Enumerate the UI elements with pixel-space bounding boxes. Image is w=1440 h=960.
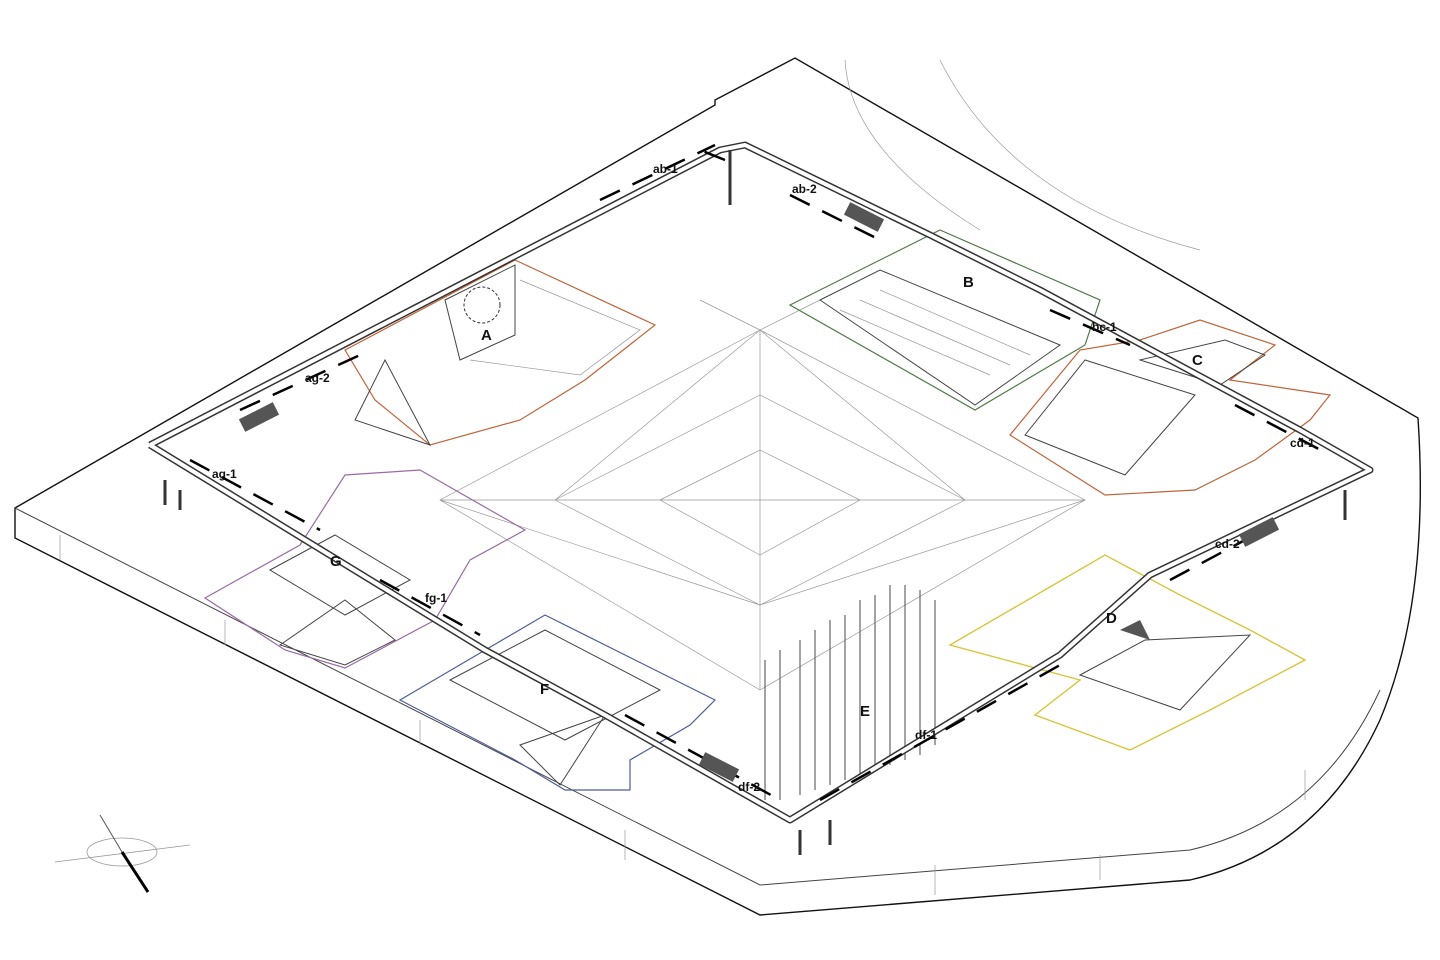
central-plaza xyxy=(439,299,1086,691)
walkway-label-df-2: df-2 xyxy=(738,780,760,794)
zone-label-f: F xyxy=(540,681,549,698)
walkway-label-ag-2: ag-2 xyxy=(305,371,330,385)
zone-label-g: G xyxy=(330,553,342,570)
walkway-label-bc-1: bc-1 xyxy=(1092,320,1117,334)
zone-label-b: B xyxy=(963,274,974,291)
north-arrow-icon xyxy=(54,814,191,893)
zone-label-c: C xyxy=(1192,352,1203,369)
zone-label-a: A xyxy=(481,327,492,344)
walkway-label-ab-1: ab-1 xyxy=(653,162,678,176)
zone-label-d: D xyxy=(1106,610,1117,627)
zone-label-e: E xyxy=(860,703,870,720)
zone-d xyxy=(948,554,1307,751)
walkway-label-ag-1: ag-1 xyxy=(212,467,237,481)
zone-e xyxy=(764,585,936,800)
walkway-label-cd-2: cd-2 xyxy=(1215,537,1240,551)
zone-f xyxy=(398,614,717,791)
walkway-label-cd-1: cd-1 xyxy=(1290,436,1315,450)
site-platform xyxy=(14,57,1421,916)
walkway-label-df-1: df-1 xyxy=(915,728,937,742)
zone-b xyxy=(788,229,1101,411)
walkway-label-fg-1: fg-1 xyxy=(425,591,447,605)
zone-a xyxy=(344,259,657,446)
walkway-label-ab-2: ab-2 xyxy=(792,182,817,196)
walkway-ring xyxy=(148,141,1374,855)
